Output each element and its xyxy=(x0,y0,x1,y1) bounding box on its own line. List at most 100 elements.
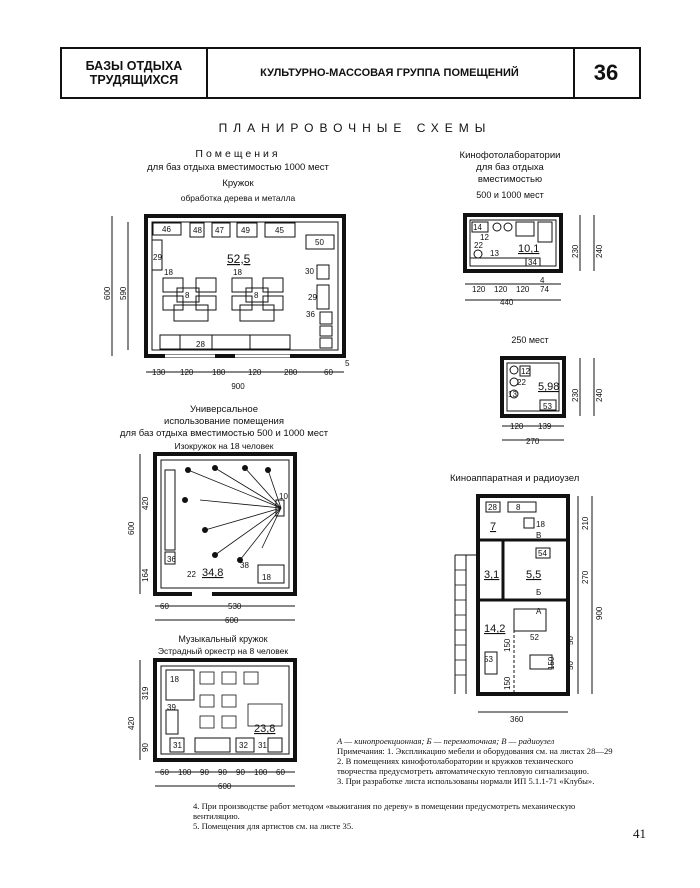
photolab-title-l2: для баз отдыха xyxy=(476,162,544,173)
note-4: 4. При производстве работ методом «выжиг… xyxy=(193,801,576,821)
group-title: КУЛЬТУРНО-МАССОВАЯ ГРУППА ПОМЕЩЕНИЙ xyxy=(206,49,575,97)
kruzhok-label-36: 36 xyxy=(306,310,315,319)
lab1-label-12: 12 xyxy=(480,233,489,242)
iso-dim-600b: 600 xyxy=(225,616,239,625)
music-label-32: 32 xyxy=(239,741,248,750)
proj-label-53: 53 xyxy=(484,655,493,664)
kruzhok-dim-120a: 120 xyxy=(180,368,194,377)
proj-dim-360: 360 xyxy=(510,715,524,724)
notes-block: А — кинопроекционная; Б — перемоточная; … xyxy=(337,736,615,786)
proj-room-14-2: 14,2 xyxy=(484,623,505,635)
lab1-dim-120b: 120 xyxy=(494,285,508,294)
lab2-dim-120: 120 xyxy=(510,422,524,431)
kruzhok-dim-280: 280 xyxy=(284,368,298,377)
proj-dim-270: 270 xyxy=(581,570,590,584)
music-label-31a: 31 xyxy=(173,741,182,750)
kruzhok-label-48: 48 xyxy=(193,226,202,235)
proj-dim-50a: 50 xyxy=(566,636,575,645)
lab1-area: 10,1 xyxy=(518,243,539,255)
proj-room-7: 7 xyxy=(490,521,496,533)
photolab-title-l1: Кинофотолаборатории xyxy=(459,150,561,161)
kruzhok-label-29a: 29 xyxy=(153,253,162,262)
kruzhok-label-50: 50 xyxy=(315,238,324,247)
kruzhok-desc: обработка дерева и металла xyxy=(180,193,296,203)
kruzhok-area: 52,5 xyxy=(227,252,251,266)
proj-dim-150b: 150 xyxy=(503,676,512,690)
music-label-39: 39 xyxy=(167,703,176,712)
iso-dim-530: 530 xyxy=(228,602,242,611)
proj-room-3-1: 3,1 xyxy=(484,569,499,581)
kruzhok-dim-60: 60 xyxy=(324,368,333,377)
proj-label-52: 52 xyxy=(530,633,539,642)
proj-dim-900: 900 xyxy=(595,606,604,620)
lab1-dim-120c: 120 xyxy=(516,285,530,294)
iso-title: Изокружок на 18 человек xyxy=(174,441,274,451)
page-number: 41 xyxy=(633,826,646,841)
note-5: 5. Помещения для артистов см. на листе 3… xyxy=(193,821,354,831)
iso-area: 34,8 xyxy=(202,567,223,579)
kruzhok-label-30: 30 xyxy=(305,267,314,276)
iso-label-18: 18 xyxy=(262,573,271,582)
music-dim-60b: 60 xyxy=(276,768,285,777)
sheet-number: 36 xyxy=(593,60,619,85)
iso-dim-60: 60 xyxy=(160,602,169,611)
kruzhok-dim-5: 5 xyxy=(345,359,350,368)
music-dim-100b: 100 xyxy=(254,768,268,777)
lab2-label-22: 22 xyxy=(517,378,526,387)
note-3: 3. При разработке листа использованы нор… xyxy=(337,776,595,786)
kruzhok-dim-180: 180 xyxy=(212,368,226,377)
lab2-area: 5,98 xyxy=(538,381,559,393)
music-label-18: 18 xyxy=(170,675,179,684)
lab2-dim-270: 270 xyxy=(526,437,540,446)
lab1-dim-230: 230 xyxy=(571,244,580,258)
universal-title-l1: Универсальное xyxy=(189,404,259,415)
kruzhok-label-28: 28 xyxy=(196,340,205,349)
lab2-title: 250 мест xyxy=(511,335,549,345)
lab1-dim-4: 4 xyxy=(540,276,545,285)
kruzhok-subtitle: для баз отдыха вместимостью 1000 мест xyxy=(147,162,329,173)
proj-letter-v: В xyxy=(536,531,541,540)
music-dim-90a: 90 xyxy=(200,768,209,777)
section-title-line1: БАЗЫ ОТДЫХА xyxy=(85,59,183,73)
proj-dim-150c: 150 xyxy=(547,656,556,670)
music-label-31b: 31 xyxy=(258,741,267,750)
lab2-label-12: 12 xyxy=(521,367,530,376)
section-title-line2: ТРУДЯЩИХСЯ xyxy=(89,73,179,87)
proj-room-5-5: 5,5 xyxy=(526,569,541,581)
proj-dim-50b: 50 xyxy=(566,661,575,670)
proj-dim-150a: 150 xyxy=(503,638,512,652)
kruzhok-dim-120b: 120 xyxy=(248,368,262,377)
music-dim-319: 319 xyxy=(141,686,150,700)
proj-letter-b: Б xyxy=(536,588,541,597)
lab2-dim-139: 139 xyxy=(538,422,552,431)
notes-wide-block: 4. При производстве работ методом «выжиг… xyxy=(193,801,615,831)
music-area: 23,8 xyxy=(254,723,275,735)
note-legend: А — кинопроекционная; Б — перемоточная; … xyxy=(337,736,555,746)
iso-label-38: 38 xyxy=(240,561,249,570)
page-title: ПЛАНИРОВОЧНЫЕ СХЕМЫ xyxy=(218,121,492,135)
kruzhok-dim-900: 900 xyxy=(231,382,245,391)
iso-label-10: 10 xyxy=(279,492,288,501)
music-dim-90: 90 xyxy=(141,743,150,752)
kruzhok-label-49: 49 xyxy=(241,226,250,235)
kruzhok-label-47: 47 xyxy=(215,226,224,235)
kruzhok-label-8a: 8 xyxy=(185,291,190,300)
lab1-dim-240: 240 xyxy=(595,244,604,258)
proj-label-28: 28 xyxy=(488,503,497,512)
lab2-dim-230: 230 xyxy=(571,388,580,402)
proj-dim-210: 210 xyxy=(581,516,590,530)
music-dim-600: 600 xyxy=(218,782,232,791)
lab1-dim-120a: 120 xyxy=(472,285,486,294)
lab1-label-13: 13 xyxy=(490,249,499,258)
music-subtitle: Эстрадный оркестр на 8 человек xyxy=(157,646,289,656)
kruzhok-label-29b: 29 xyxy=(308,293,317,302)
projection-title: Киноаппаратная и радиоузел xyxy=(450,473,580,484)
lab1-label-34: 34 xyxy=(528,258,537,267)
music-dim-90c: 90 xyxy=(236,768,245,777)
